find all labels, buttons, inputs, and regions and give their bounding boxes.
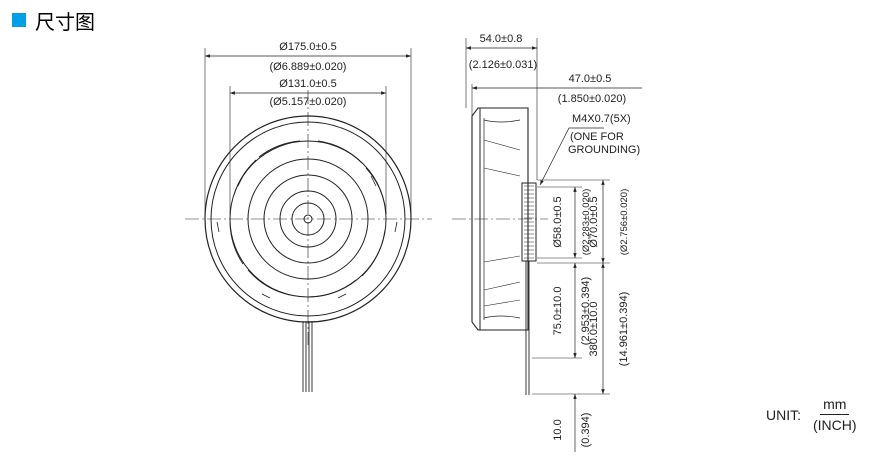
front-cable (302, 321, 313, 392)
hub-inner-circle (279, 190, 337, 248)
label-outer-diameter-mm: Ø175.0±0.5 (279, 41, 336, 53)
label-screw-note-2: GROUNDING) (568, 144, 640, 156)
slot (216, 221, 220, 233)
motor-hub-ribs (524, 185, 534, 259)
side-housing-curve-bottom (483, 315, 521, 319)
label-10-mm: 10.0 (552, 419, 564, 440)
housing-inner-ring (210, 121, 406, 317)
label-75-in: (2.953±0.394) (580, 277, 592, 345)
page-header: 尺寸图 (12, 6, 95, 34)
blade (233, 159, 257, 196)
hub-outer-circle (263, 174, 353, 264)
label-d58-mm: Ø58.0±0.5 (552, 196, 564, 247)
blade (258, 140, 301, 158)
unit-denominator: (INCH) (813, 417, 857, 433)
label-screw-spec: M4X0.7(5X) (572, 113, 631, 125)
label-75-mm: 75.0±10.0 (552, 287, 564, 336)
label-inner-diameter-mm: Ø131.0±0.5 (279, 78, 336, 90)
page-title: 尺寸图 (35, 9, 95, 34)
blade (361, 229, 386, 277)
mounting-slots (216, 175, 398, 299)
slot (237, 175, 244, 187)
blade (317, 140, 363, 164)
blade (307, 279, 357, 298)
slot (370, 175, 377, 187)
label-outer-diameter-in: (Ø6.889±0.020) (270, 61, 347, 73)
impeller-blades (229, 140, 387, 298)
unit-numerator: mm (820, 396, 850, 415)
slot (261, 293, 271, 299)
front-view (185, 48, 432, 392)
screw-leader-line (539, 127, 604, 186)
blue-square-icon (12, 13, 26, 27)
blade (365, 167, 387, 215)
hub-core-circle (291, 202, 325, 236)
unit-label: UNIT: (766, 406, 801, 423)
label-d70-in: (Ø2.756±0.020) (619, 189, 630, 255)
label-width-in: (2.126±0.031) (469, 59, 537, 71)
label-d58-in: (Ø2.283±0.020) (581, 189, 592, 255)
slot (394, 221, 398, 233)
label-380-mm: 380.0±10.0 (588, 302, 600, 357)
label-d70-mm: Ø70.0±0.5 (588, 196, 600, 247)
label-depth-mm: 47.0±0.5 (569, 73, 612, 85)
label-depth-in: (1.850±0.020) (558, 93, 626, 105)
shaft-circle (303, 214, 313, 224)
side-fins (483, 139, 521, 307)
blade (247, 269, 291, 296)
side-housing-outline (471, 107, 529, 331)
blade (229, 221, 244, 265)
side-housing-curve-top (483, 119, 521, 123)
label-width-mm: 54.0±0.8 (480, 33, 523, 45)
housing-outer-ring (204, 115, 412, 323)
side-view (452, 38, 642, 452)
label-10-in: (0.394) (580, 413, 592, 448)
label-380-in: (14.961±0.394) (618, 292, 630, 367)
label-screw-note-1: (ONE FOR (570, 131, 624, 143)
side-cable (525, 261, 530, 395)
label-inner-diameter-in: (Ø5.157±0.020) (270, 96, 347, 108)
unit-legend: UNIT: mm (INCH) (766, 396, 857, 433)
unit-fraction: mm (INCH) (813, 396, 857, 433)
impeller-mid-circle (247, 158, 369, 280)
slot (337, 293, 347, 299)
